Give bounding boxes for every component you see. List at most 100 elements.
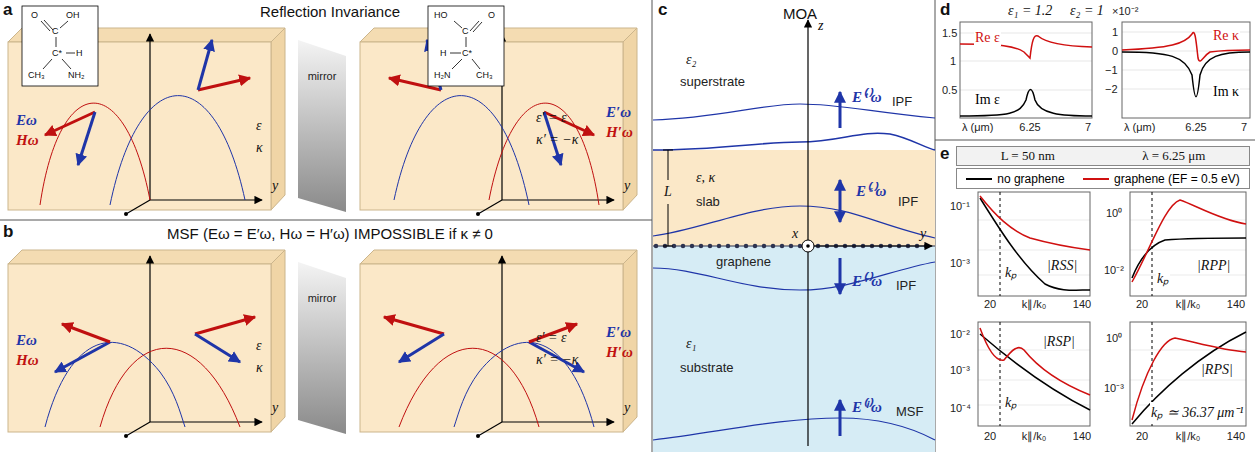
math-label: ε <box>256 338 262 354</box>
math-label: y <box>272 400 278 416</box>
panel-letter: e <box>940 144 949 164</box>
field-label: E⁽ᵗ⁾ω <box>852 86 882 106</box>
tick-label: 140 <box>1073 298 1091 310</box>
tick-label: λ (μm) <box>1124 121 1155 133</box>
region-label: IPF <box>896 278 916 293</box>
atom-label: C* <box>462 48 472 58</box>
math-label: kₚ <box>1004 262 1018 281</box>
region-label: MSF <box>896 404 923 419</box>
tick-label: λ (μm) <box>962 121 993 133</box>
tick-label: 10⁻⁴ <box>950 400 971 415</box>
tick-label: 10⁻² <box>950 326 970 341</box>
atom-label: C <box>52 26 59 36</box>
tick-label: 1.5 <box>942 27 957 39</box>
field-label: H′ω <box>606 124 633 141</box>
region-label: IPF <box>892 94 912 109</box>
math-label: L <box>664 184 672 200</box>
math-label: x <box>792 226 798 242</box>
field-label: E⁽ⁱ⁾ω <box>852 396 882 416</box>
tick-label: 7 <box>1085 121 1091 133</box>
field-label: Eω <box>16 112 37 129</box>
tick-label: 10⁻³ <box>1104 380 1124 395</box>
panel-title: Reflection Invariance <box>260 3 400 20</box>
curve-label: Im κ <box>1212 84 1240 100</box>
field-label: Hω <box>16 132 39 149</box>
math-label: ε₂ <box>686 52 696 68</box>
math-label: ε, κ <box>696 170 715 186</box>
math-label: kₚ <box>1004 392 1018 411</box>
math-label: y <box>920 226 926 242</box>
atom-label: NH₂ <box>68 70 85 80</box>
tick-label: 140 <box>1227 298 1245 310</box>
atom-label: C* <box>52 48 62 58</box>
atom-label: C <box>462 26 469 36</box>
math-label: ε₁ <box>686 336 696 352</box>
math-label: |RPS| <box>1200 362 1234 378</box>
tick-label: 20 <box>984 430 996 442</box>
parameter-text: λ = 6.25 μm <box>1142 148 1205 164</box>
tick-label: 6.25 <box>1019 121 1040 133</box>
tick-label: −2 <box>1105 83 1118 95</box>
math-label: ε <box>256 118 262 134</box>
legend-line <box>1083 178 1109 180</box>
math-label: ε′ = ε <box>536 330 567 346</box>
tick-label: −1 <box>1105 64 1118 76</box>
field-label: Eω <box>16 332 37 349</box>
atom-label: OH <box>66 10 80 20</box>
panel-letter: b <box>3 222 13 242</box>
atom-label: H₂N <box>434 70 451 80</box>
atom-label: CH₃ <box>28 70 45 80</box>
panel-title: MSF (Eω = E′ω, Hω = H′ω) IMPOSSIBLE if κ… <box>167 225 493 242</box>
tick-label: mirror <box>308 70 337 82</box>
math-label: ε₁ = 1.2 <box>1008 3 1052 19</box>
tick-label: 0.5 <box>942 84 957 96</box>
atom-label: HO <box>434 10 448 20</box>
tick-label: 20 <box>1136 298 1148 310</box>
region-label: slab <box>696 194 720 209</box>
tick-label: 20 <box>1136 430 1148 442</box>
panel-letter: d <box>940 0 950 20</box>
tick-label: 140 <box>1073 430 1091 442</box>
legend-item: no graphene <box>966 172 1064 186</box>
curve-label: Re ε <box>974 30 1001 46</box>
region-label: superstrate <box>680 74 745 89</box>
math-label: |RPP| <box>1196 258 1231 274</box>
math-label: κ′ = −κ <box>536 352 578 368</box>
math-label: ε₂ = 1 <box>1070 3 1104 19</box>
tick-label: mirror <box>308 292 337 304</box>
region-label: IPF <box>898 194 918 209</box>
field-label: E′ω <box>606 324 631 341</box>
atom-label: O <box>488 10 495 20</box>
atom-label: CH₃ <box>476 70 493 80</box>
math-label: κ <box>256 360 263 376</box>
panel-letter: c <box>658 0 667 20</box>
panel-title: MOA <box>783 5 817 22</box>
parameter-box: L = 50 nmλ = 6.25 μm <box>956 146 1250 166</box>
math-label: ε′ = ε <box>536 110 567 126</box>
field-label: Hω <box>16 352 39 369</box>
legend-text: graphene (EF = 0.5 eV) <box>1114 172 1240 186</box>
tick-label: ×10⁻² <box>1112 3 1138 18</box>
tick-label: 10⁻¹ <box>950 198 970 213</box>
tick-label: 10⁰ <box>1106 205 1122 220</box>
math-label: |RSP| <box>1042 334 1076 350</box>
math-label: y <box>624 400 630 416</box>
tick-label: k∥/k₀ <box>1022 430 1047 443</box>
tick-label: 10⁰ <box>1106 330 1122 345</box>
curve-label: Im ε <box>974 92 1001 108</box>
math-label: κ <box>256 140 263 156</box>
atom-label: H <box>440 48 447 58</box>
legend-box: no graphene graphene (EF = 0.5 eV) <box>956 168 1250 189</box>
math-label: kₚ <box>1156 268 1170 287</box>
legend-text: no graphene <box>997 172 1064 186</box>
legend-item: graphene (EF = 0.5 eV) <box>1083 172 1240 186</box>
field-label: E⁽ˢ⁾ω <box>856 180 886 200</box>
region-label: substrate <box>680 360 733 375</box>
math-label: y <box>624 178 630 194</box>
math-label: |RSS| <box>1046 258 1078 274</box>
field-label: E⁽ʳ⁾ω <box>852 270 882 290</box>
tick-label: 10⁻³ <box>950 255 970 270</box>
tick-label: 7 <box>1241 121 1247 133</box>
math-label: z <box>818 18 823 34</box>
tick-label: 10⁻³ <box>950 362 970 377</box>
